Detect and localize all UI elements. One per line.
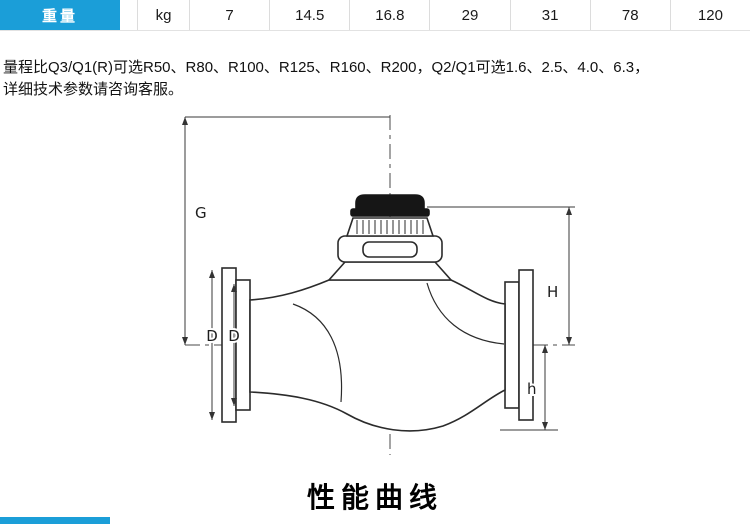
spec-row-header: 重量	[0, 0, 120, 30]
label-G: G	[195, 204, 207, 222]
next-section-header-partial	[0, 517, 110, 524]
spec-row-gap	[120, 0, 137, 30]
register-cap	[350, 194, 430, 217]
spec-cell: 14.5	[269, 0, 349, 30]
dimension-diagram-container: G H h D D	[175, 108, 595, 458]
spec-cell: 7	[189, 0, 269, 30]
description-text: 量程比Q3/Q1(R)可选R50、R80、R100、R125、R160、R200…	[0, 31, 750, 101]
flange-right	[504, 269, 534, 421]
body-inner-curve-left	[292, 303, 343, 403]
label-D-inner: D	[228, 327, 240, 345]
meter-body	[221, 194, 534, 432]
flange-left	[221, 267, 251, 423]
description-line-2: 详细技术参数请咨询客服。	[3, 81, 184, 98]
register-shoulder	[327, 261, 453, 281]
dimension-h	[500, 345, 558, 431]
label-H: H	[547, 283, 558, 301]
register-housing	[337, 235, 443, 263]
spec-cell-unit: kg	[137, 0, 189, 30]
description-line-1: 量程比Q3/Q1(R)可选R50、R80、R100、R125、R160、R200…	[3, 59, 650, 76]
label-D-outer: D	[206, 327, 218, 345]
body-outline	[249, 279, 506, 432]
dimension-H	[427, 206, 575, 345]
label-h: h	[527, 380, 537, 398]
water-meter-dimension-drawing: G H h D D	[182, 115, 575, 455]
spec-cell: 31	[509, 0, 590, 30]
body-inner-curve-right	[426, 282, 505, 345]
dimension-G	[182, 116, 390, 345]
spec-cell: 16.8	[349, 0, 429, 30]
section-title: 性能曲线	[306, 482, 443, 513]
spec-cell: 78	[589, 0, 670, 30]
register-ring	[345, 217, 435, 237]
dimension-lines	[182, 116, 575, 431]
dimension-D	[209, 270, 237, 420]
spec-cell: 120	[669, 0, 750, 30]
spec-cell: 29	[429, 0, 509, 30]
spec-table-row: 重量 kg 7 14.5 16.8 29 31 78 120	[0, 0, 750, 31]
